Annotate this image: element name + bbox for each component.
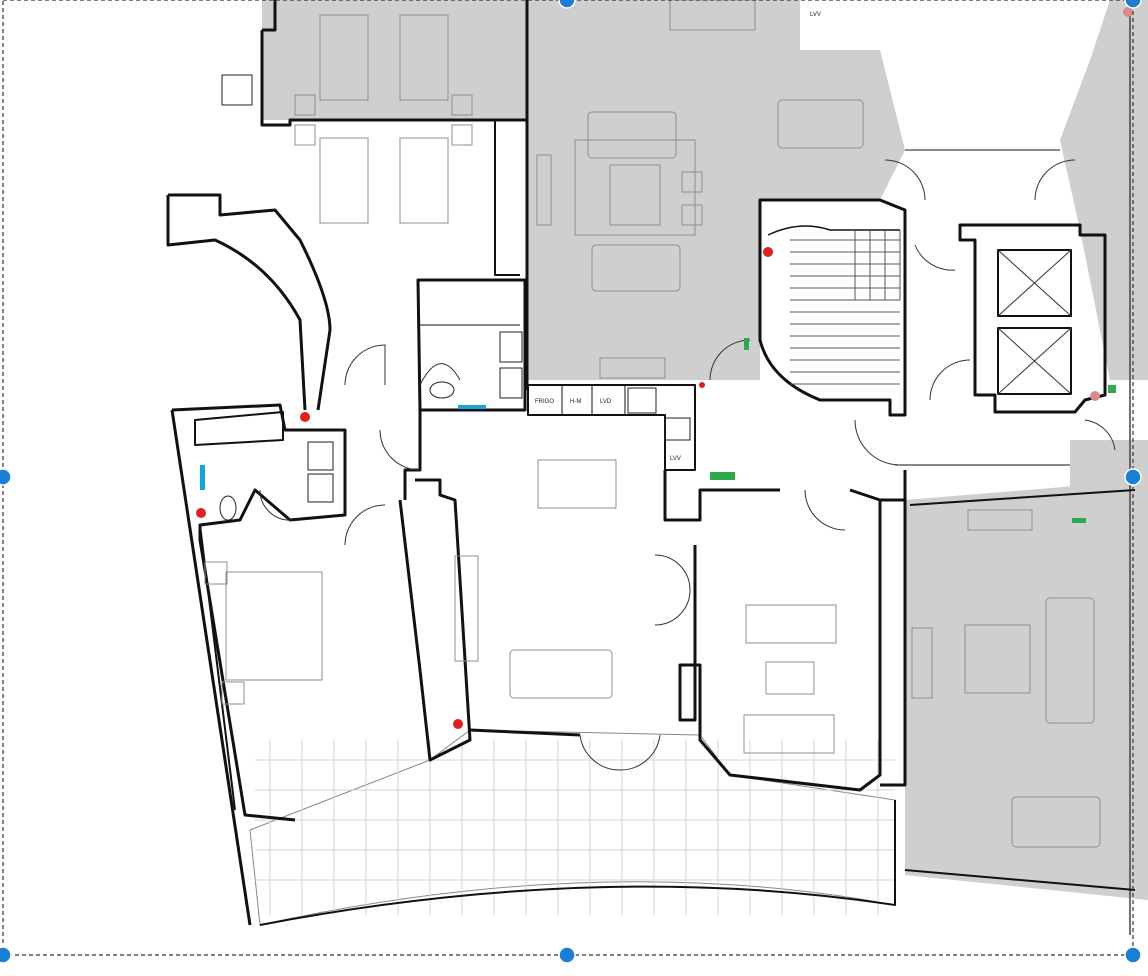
green-switch-icon — [744, 338, 749, 350]
neighbor-unit-bottom-right — [905, 440, 1148, 900]
blue-strip-icon — [200, 465, 205, 490]
green-switch-icon — [1108, 385, 1116, 393]
neighbor-unit-top — [262, 0, 905, 380]
bathroom-fixtures — [219, 74, 691, 521]
red-dot-icon — [300, 412, 310, 422]
label-hm: H-M — [570, 399, 581, 405]
furniture — [204, 0, 1101, 848]
label-lvv: LVV — [670, 456, 681, 462]
label-lvd: LVD — [600, 399, 612, 405]
terrace-tiles — [249, 729, 896, 926]
stair-treads — [790, 230, 901, 385]
label-lvv-top: LVV — [810, 12, 821, 18]
elevator-shafts — [997, 249, 1072, 395]
circle-handle-icon[interactable] — [1124, 946, 1142, 964]
green-switch-icon — [710, 472, 735, 480]
socket-markers — [196, 7, 1133, 729]
circle-handle-icon[interactable] — [0, 946, 12, 964]
circle-handle-icon[interactable] — [558, 946, 576, 964]
accent-markers — [200, 338, 1116, 523]
circle-handle-icon[interactable] — [558, 0, 576, 9]
green-switch-icon — [1072, 518, 1086, 523]
circle-handle-icon[interactable] — [0, 468, 12, 486]
red-dot-icon — [1090, 391, 1100, 401]
kitchen-labels: FRIGO H-M LVD LVV LVV — [535, 12, 821, 462]
circle-handle-icon[interactable] — [1124, 0, 1142, 9]
circle-handle-icon[interactable] — [1124, 468, 1142, 486]
red-dot-icon — [763, 247, 773, 257]
label-frigo: FRIGO — [535, 399, 554, 405]
red-dot-icon — [196, 508, 206, 518]
red-dot-icon — [699, 382, 705, 388]
red-dot-icon — [453, 719, 463, 729]
neighbor-unit-right-top — [1060, 0, 1148, 380]
red-dot-icon — [1123, 7, 1133, 17]
door-swings — [259, 159, 1116, 771]
walls — [166, 0, 1136, 935]
blue-strip-icon — [458, 405, 486, 409]
